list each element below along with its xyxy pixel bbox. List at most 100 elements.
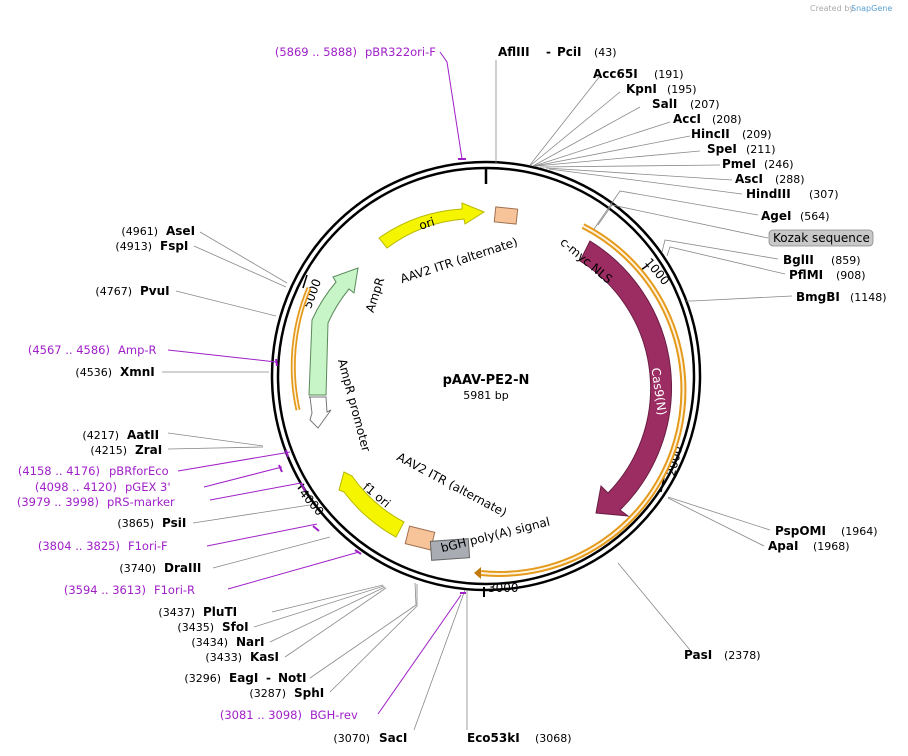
leader-pvui [175,290,277,317]
enzyme-pflmi[interactable]: PflMI [789,268,823,282]
primer-ampr-name[interactable]: Amp-R [118,343,157,357]
enzyme-acci[interactable]: AccI [673,112,701,126]
primer-f1orir-name[interactable]: F1ori-R [154,583,195,597]
leader-hindiii [548,168,743,195]
primer-pbr322ori-name[interactable]: pBR322ori-F [365,45,436,59]
primer-mark-ampr [275,358,278,367]
enzyme-sali[interactable]: SalI [652,97,677,111]
enzyme-kpni-pos: (195) [667,83,697,96]
leader-sphi [329,584,418,693]
enzyme-aflIII[interactable]: AflIII [498,45,530,59]
ori-feature [378,202,486,249]
enzyme-leaders-right [466,60,793,730]
enzyme-aatii-pos: (4217) [82,429,119,442]
enzyme-zrai[interactable]: ZraI [135,443,162,457]
enzyme-pcii[interactable]: PciI [557,45,582,59]
enzyme-pmei[interactable]: PmeI [722,157,756,171]
enzyme-hincii[interactable]: HincII [691,127,730,141]
enzyme-acci-pos: (208) [712,113,742,126]
enzyme-apai[interactable]: ApaI [768,539,798,553]
enzyme-pvui-pos: (4767) [95,285,132,298]
enzyme-draiii-pos: (3740) [119,562,156,575]
leader-sali [532,106,641,167]
enzyme-psii[interactable]: PsiI [162,516,186,530]
orf-arc-cas9-inner [480,225,685,575]
enzyme-sfoi[interactable]: SfoI [222,620,249,634]
leader-bmgbi [686,295,793,302]
primer-pgex3-name[interactable]: pGEX 3' [125,480,171,494]
primer-f1orif-name[interactable]: F1ori-F [128,539,168,553]
enzyme-hincii-pos: (209) [742,128,772,141]
enzyme-leaders-left [162,231,466,731]
enzyme-asci[interactable]: AscI [735,172,763,186]
leader-agei [593,190,759,230]
enzyme-dash-2: - [266,671,271,685]
enzyme-xmni[interactable]: XmnI [120,365,155,379]
primer-prsmarker-name[interactable]: pRS-marker [107,495,175,509]
enzyme-eagi[interactable]: EagI [229,671,258,685]
f1ori-feature [338,471,405,538]
enzyme-bglii-pos: (859) [831,254,861,267]
enzyme-aatii[interactable]: AatII [127,428,159,442]
leader-saci [413,589,466,731]
leader-kpni [530,91,621,166]
primer-mark-prsmarker [300,482,306,492]
bgh-feature [429,538,471,561]
primer-bghrev-name[interactable]: BGH-rev [310,708,358,722]
enzyme-noti[interactable]: NotI [278,671,307,685]
leader-spei [535,150,701,167]
enzyme-bglii[interactable]: BglII [783,253,814,267]
enzyme-kasi[interactable]: KasI [250,650,279,664]
enzyme-nari[interactable]: NarI [236,635,265,649]
leader-pflmi [666,246,786,275]
kozak-box[interactable] [768,229,874,247]
tick-label-3000: 3000 [488,581,519,595]
enzyme-asci-pos: (288) [775,173,805,186]
enzyme-pluti[interactable]: PluTI [203,605,237,619]
orf-arc-ampr-inner [292,287,310,411]
enzyme-acc65i[interactable]: Acc65I [593,67,638,81]
leader-bghrev [377,594,462,715]
enzyme-pasi[interactable]: PasI [684,648,712,662]
primer-mark-f1orif [312,525,320,532]
enzyme-agei-pos: (564) [800,210,830,223]
enzyme-sfoi-pos: (3435) [177,621,214,634]
enzyme-saci[interactable]: SacI [379,731,407,745]
primer-pbrforeco-name[interactable]: pBRforEco [109,464,169,478]
enzyme-sphi[interactable]: SphI [294,686,324,700]
cas9-feature [579,240,672,517]
ampr-feature [308,267,359,396]
leader-f1orir [227,551,360,590]
enzyme-pasi-pos: (2378) [724,649,761,662]
enzyme-eco53ki[interactable]: Eco53kI [467,731,520,745]
enzyme-bmgbi[interactable]: BmgBI [796,290,840,304]
enzyme-fspi[interactable]: FspI [160,239,188,253]
enzyme-pspomi-pos: (1964) [841,525,878,538]
enzyme-pvui[interactable]: PvuI [140,284,170,298]
enzyme-kpni[interactable]: KpnI [626,82,657,96]
leader-f1orif [206,523,318,547]
enzyme-bmgbi-pos: (1148) [850,291,887,304]
ampr-label: AmpR [363,276,387,314]
enzyme-agei[interactable]: AgeI [761,209,791,223]
primer-leaders [167,51,466,715]
enzyme-draiii[interactable]: DraIII [164,561,201,575]
leader-pmei [539,164,721,168]
enzyme-nari-pos: (3434) [191,636,228,649]
enzyme-fspi-pos: (4913) [115,240,152,253]
leader-hincii [534,135,691,167]
leader-eagi [309,582,417,679]
tick-5000 [302,274,308,289]
enzyme-labels-right: AflIII - PciI (43) Acc65I (191) KpnI (19… [467,45,887,745]
primer-labels: (5869 .. 5888) pBR322ori-F (4567 .. 4586… [17,45,436,722]
enzyme-pspomi[interactable]: PspOMI [775,524,826,538]
enzyme-hindiii[interactable]: HindIII [746,187,791,201]
enzyme-asei[interactable]: AseI [166,224,195,238]
primer-mark-pbrforeco [285,449,289,458]
enzyme-spei[interactable]: SpeI [707,142,737,156]
leader-nari [269,586,386,643]
leader-pgex3 [203,466,283,488]
enzyme-eco53ki-pos: (3068) [535,732,572,745]
leader-ampr-primer [167,349,277,363]
